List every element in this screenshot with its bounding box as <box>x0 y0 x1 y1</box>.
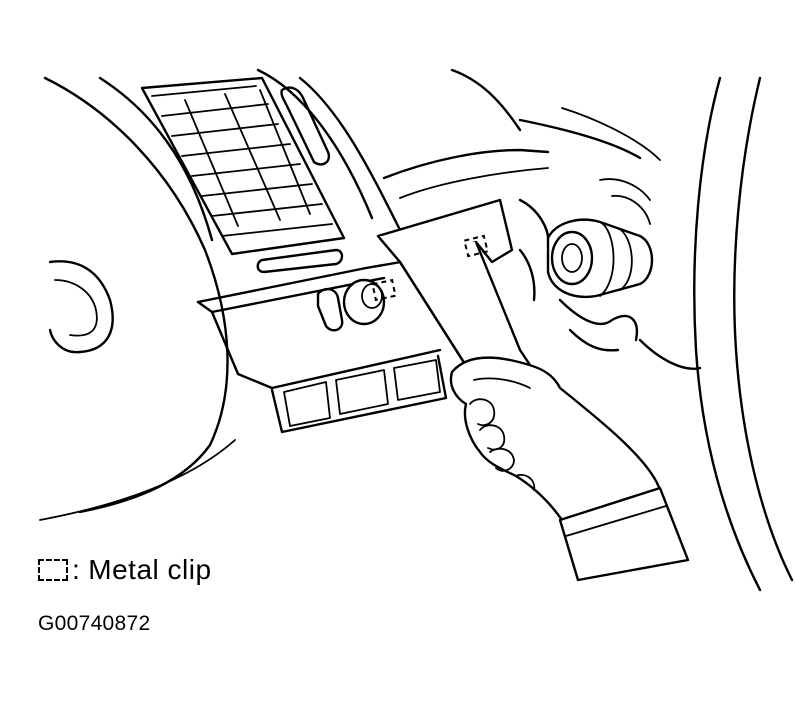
ignition-cylinder <box>518 178 702 370</box>
door-handle <box>48 260 114 354</box>
air-vent <box>140 76 346 274</box>
legend-label: Metal clip <box>88 554 212 585</box>
dash-contours <box>256 68 661 232</box>
steering-wheel-right <box>693 76 794 592</box>
legend: : Metal clip <box>38 552 212 588</box>
metal-clip-swatch-icon <box>38 559 68 581</box>
remover-tool <box>376 198 542 382</box>
switch-panel <box>196 256 448 434</box>
legend-separator: : <box>72 554 81 585</box>
steering-wheel-left <box>39 76 236 521</box>
hand <box>449 356 690 582</box>
figure-id: G00740872 <box>38 612 151 635</box>
